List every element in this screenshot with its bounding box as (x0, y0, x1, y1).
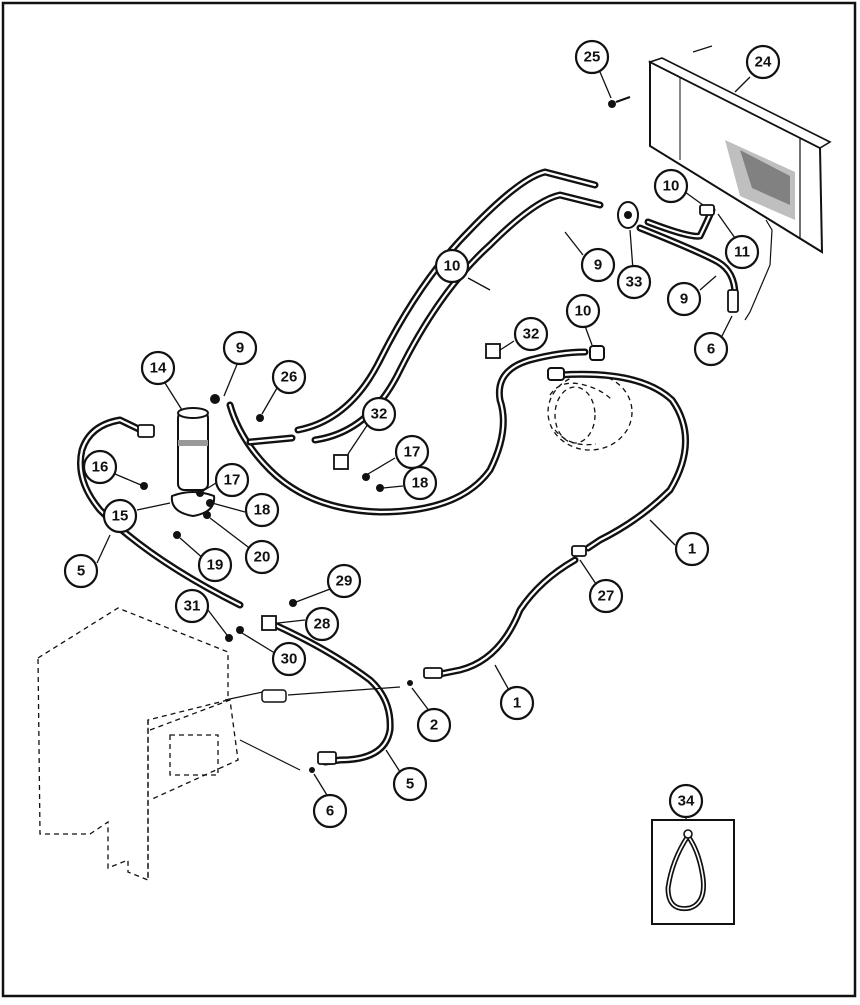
receiver-drier (140, 407, 216, 539)
svg-text:5: 5 (77, 563, 85, 580)
tractor-body (37, 607, 301, 881)
hose-assemblies (76, 168, 739, 766)
callout-18-right: 18 (402, 465, 438, 501)
callout-5-upper: 5 (63, 553, 99, 589)
svg-text:15: 15 (112, 508, 129, 525)
svg-text:11: 11 (734, 244, 750, 261)
callout-32-upper: 32 (513, 316, 549, 352)
callout-19: 19 (197, 547, 233, 583)
svg-text:25: 25 (584, 49, 601, 66)
svg-text:1: 1 (688, 541, 696, 558)
svg-text:6: 6 (326, 803, 334, 820)
callout-1-right: 1 (674, 531, 710, 567)
svg-text:30: 30 (281, 651, 298, 668)
callout-29: 29 (326, 563, 362, 599)
svg-text:9: 9 (680, 291, 688, 308)
callout-10-condenser: 10 (653, 168, 689, 204)
callout-1-lower: 1 (499, 685, 535, 721)
svg-text:1: 1 (513, 695, 521, 712)
condenser (608, 45, 832, 321)
svg-text:19: 19 (207, 557, 224, 574)
svg-text:32: 32 (371, 406, 388, 423)
callout-10-compressor: 10 (565, 293, 601, 329)
callout-9-drier: 9 (222, 330, 258, 366)
callout-32-lower: 32 (361, 396, 397, 432)
callout-31: 31 (174, 588, 210, 624)
clamp-32-upper (485, 343, 501, 359)
compressor (547, 373, 633, 451)
svg-text:28: 28 (314, 616, 331, 633)
callout-25: 25 (574, 39, 610, 75)
svg-text:18: 18 (412, 475, 429, 492)
callout-34: 34 (668, 783, 704, 819)
callout-9-right: 9 (666, 281, 702, 317)
callout-30: 30 (271, 641, 307, 677)
callout-2: 2 (416, 707, 452, 743)
callout-17-left: 17 (214, 462, 250, 498)
bracket-15 (170, 491, 216, 518)
callout-6-lower: 6 (312, 793, 348, 829)
svg-text:5: 5 (406, 776, 414, 793)
bolt-25 (608, 100, 616, 108)
callout-27: 27 (588, 578, 624, 614)
svg-text:18: 18 (254, 502, 271, 519)
callout-10-long: 10 (434, 248, 470, 284)
callout-24: 24 (745, 44, 781, 80)
svg-text:9: 9 (236, 340, 244, 357)
callout-26: 26 (271, 359, 307, 395)
svg-text:26: 26 (281, 369, 298, 386)
svg-text:9: 9 (594, 257, 602, 274)
callout-28: 28 (304, 606, 340, 642)
svg-text:33: 33 (626, 274, 643, 291)
fittings (137, 201, 739, 773)
callout-5-lower: 5 (392, 766, 428, 802)
svg-text:32: 32 (523, 326, 540, 343)
clamp-detail-box (651, 819, 735, 925)
callout-6-upper: 6 (693, 331, 729, 367)
svg-text:27: 27 (598, 588, 615, 605)
svg-text:14: 14 (150, 360, 167, 377)
clamp-32-lower (333, 454, 349, 470)
svg-text:34: 34 (678, 793, 695, 810)
callout-11: 11 (724, 234, 760, 270)
svg-text:31: 31 (184, 598, 201, 615)
svg-text:2: 2 (430, 717, 438, 734)
svg-text:10: 10 (444, 258, 461, 275)
callout-20: 20 (244, 539, 280, 575)
callout-33: 33 (616, 264, 652, 300)
svg-text:16: 16 (92, 459, 109, 476)
callout-9-upper: 9 (580, 247, 616, 283)
svg-text:10: 10 (663, 178, 680, 195)
svg-text:17: 17 (224, 472, 241, 489)
callout-16: 16 (82, 449, 118, 485)
svg-text:20: 20 (254, 549, 271, 566)
svg-text:24: 24 (755, 54, 772, 71)
callout-15: 15 (102, 498, 138, 534)
callout-14: 14 (140, 350, 176, 386)
svg-text:10: 10 (575, 303, 592, 320)
svg-text:29: 29 (336, 573, 353, 590)
callout-18-left: 18 (244, 492, 280, 528)
callout-17-right: 17 (394, 434, 430, 470)
svg-text:6: 6 (707, 341, 715, 358)
svg-text:17: 17 (404, 444, 421, 461)
